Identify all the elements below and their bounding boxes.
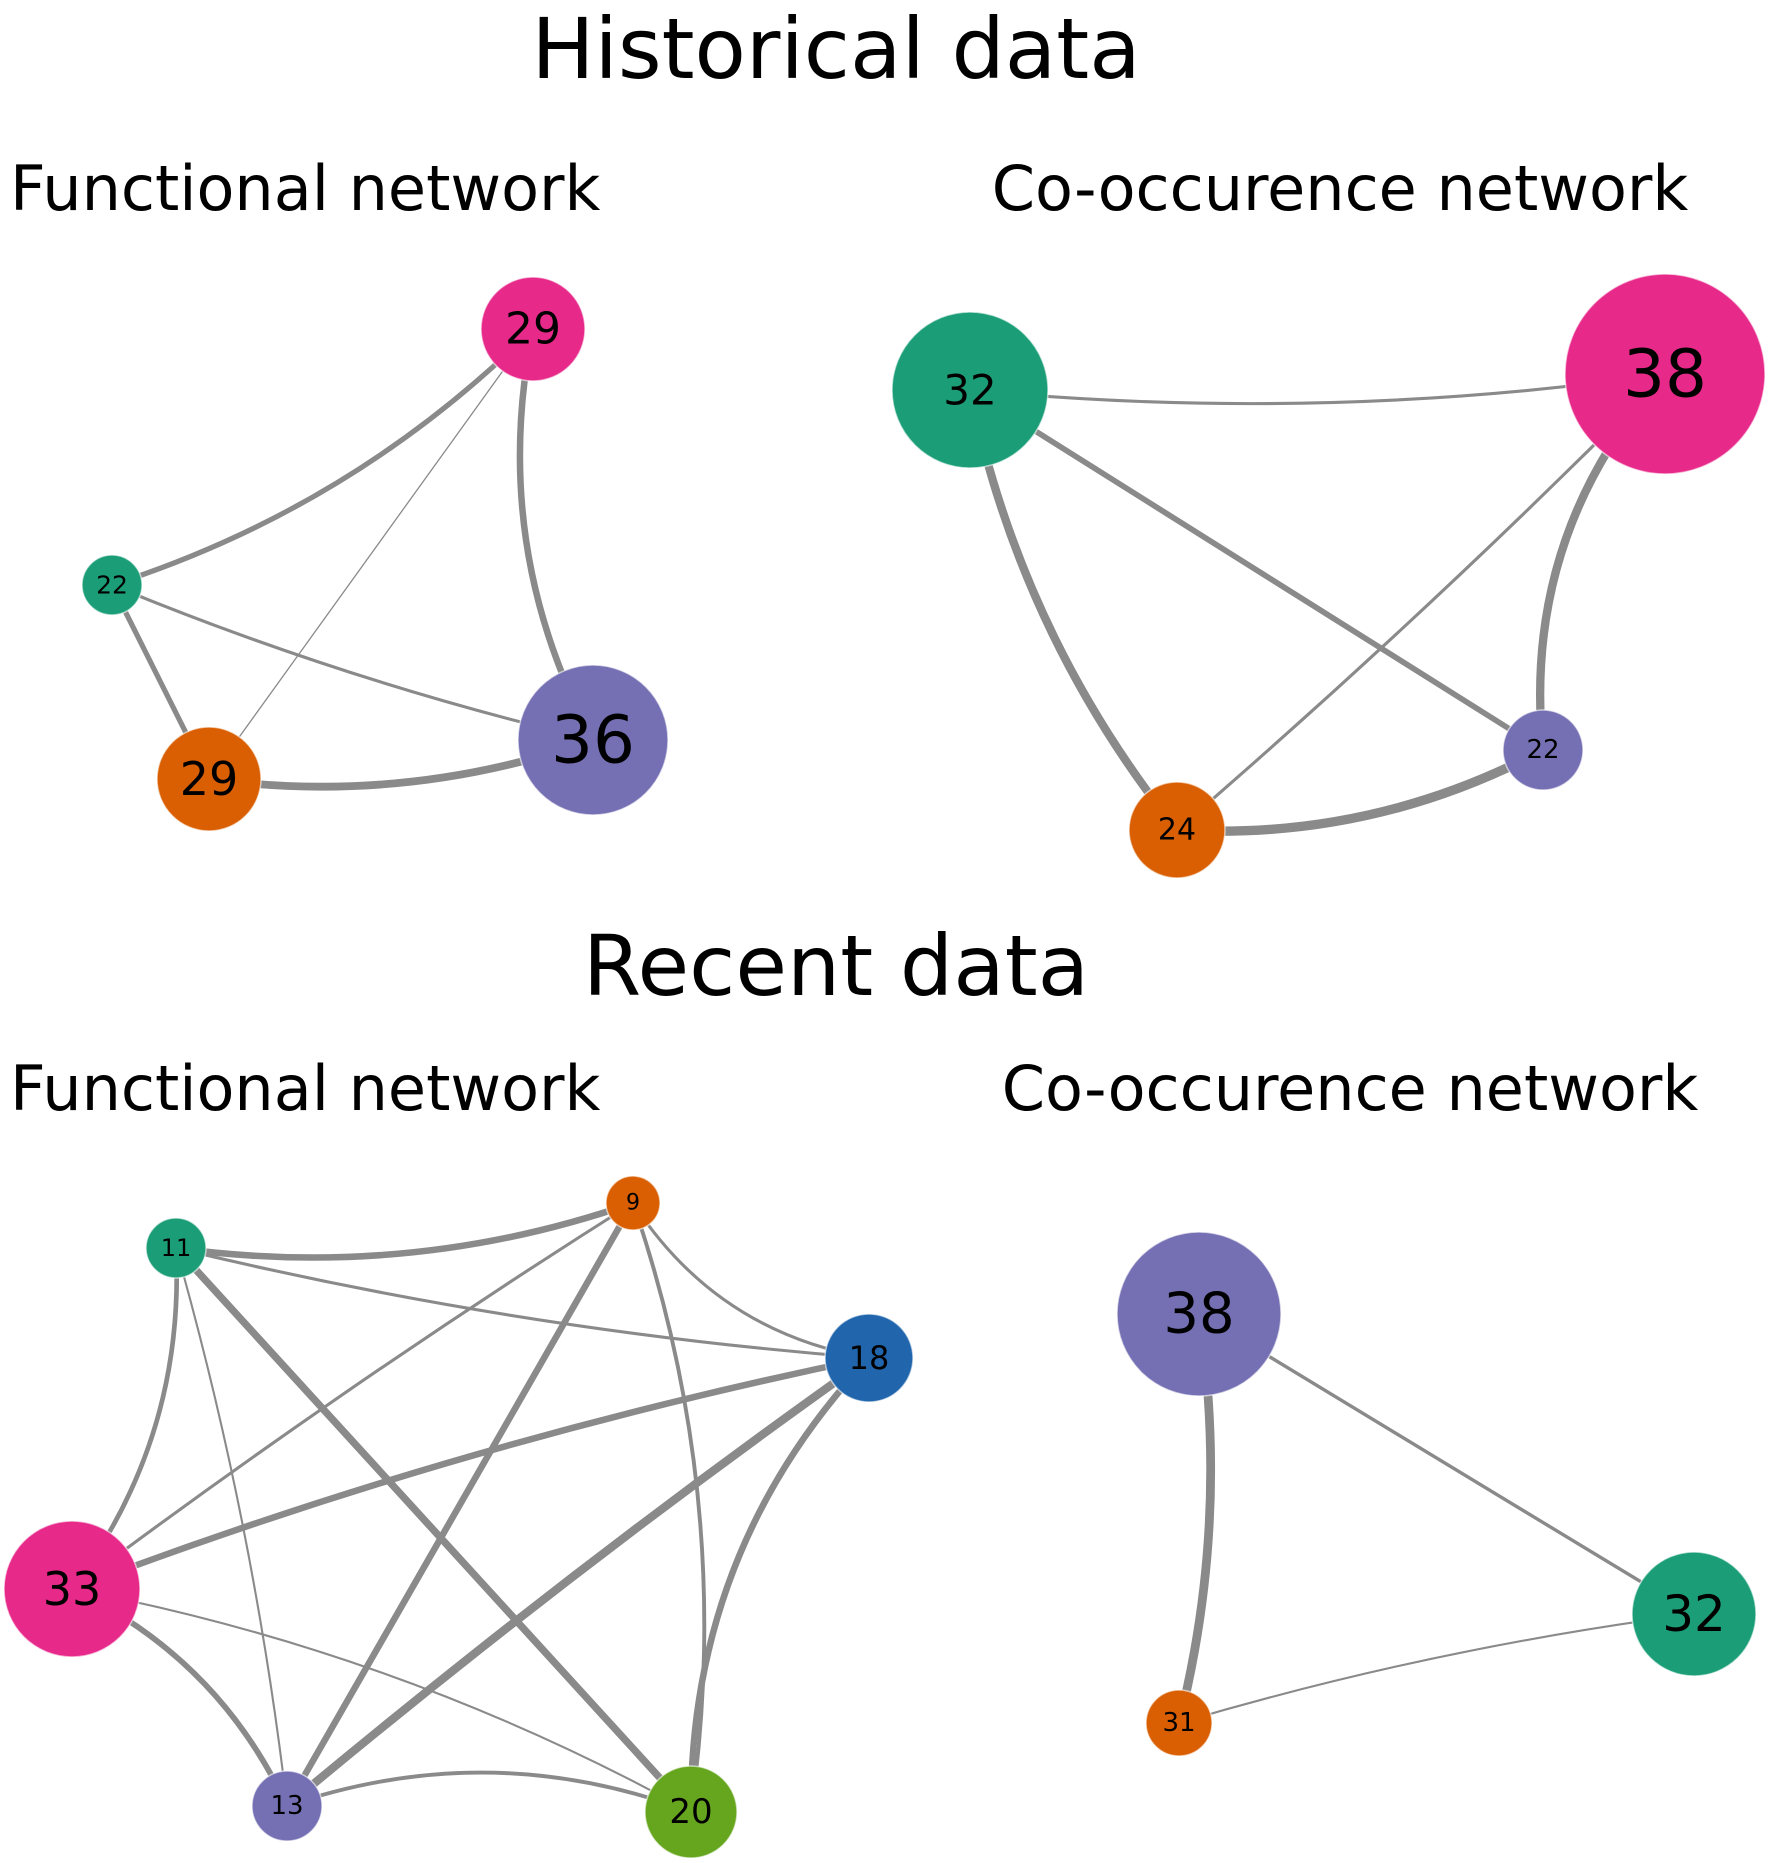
edge-c-e [282,1353,874,1811]
node-layer: 38 32 31 [1116,1231,1757,1757]
node-label: 32 [943,366,996,415]
recent-section-title: Recent data [583,917,1089,1015]
node-circle [81,554,143,616]
node-a: 11 [145,1217,207,1279]
node-b: 38 [1564,273,1766,475]
edge-c-d [68,1354,873,1593]
node-d: 36 [517,664,669,816]
node-circle [1116,1231,1282,1397]
node-label: 11 [161,1234,192,1262]
node-f: 20 [644,1765,738,1859]
node-a: 29 [480,276,586,382]
node-label: 22 [1526,735,1559,765]
edge-layer [68,1199,874,1816]
edge-b-d [70,1201,635,1591]
recent-cooccurrence-network: 38 32 31 [1116,1231,1757,1757]
node-circle [156,726,262,832]
edge-a-b [109,326,536,588]
edge-a-b [172,1199,637,1261]
historical-functional-network: 29 22 29 36 [81,276,669,832]
edge-a-e [174,1246,289,1808]
edge-a-f [172,1244,695,1816]
node-circle [251,1770,323,1842]
node-circle [605,1175,661,1231]
edge-a-b [968,372,1667,406]
node-circle [1631,1551,1757,1677]
edge-b-d [110,583,595,742]
node-layer: 32 38 22 24 [891,273,1766,879]
node-circle [891,311,1049,469]
node-circle [644,1765,738,1859]
edge-e-f [285,1770,693,1814]
recent-functional-network: 11 9 18 33 13 20 [3,1175,914,1859]
historical-cooccurrence-title: Co-occurence network [992,152,1689,225]
node-b: 32 [1631,1551,1757,1677]
node-circle [1564,273,1766,475]
node-label: 38 [1623,336,1707,413]
node-label: 22 [96,571,128,600]
node-label: 31 [1162,1708,1195,1738]
edge-c-d [1172,745,1548,836]
node-label: 38 [1163,1282,1234,1347]
node-label: 29 [180,752,239,806]
node-label: 32 [1662,1585,1726,1643]
node-d: 33 [3,1520,141,1658]
edge-b-c [1177,1612,1696,1725]
node-label: 18 [849,1339,890,1377]
node-c: 22 [1502,709,1584,791]
node-circle [824,1313,914,1403]
node-circle [3,1520,141,1658]
node-circle [480,276,586,382]
node-layer: 11 9 18 33 13 20 [3,1175,914,1859]
edge-c-f [687,1354,873,1816]
node-circle [517,664,669,816]
node-label: 20 [669,1792,712,1832]
node-c: 31 [1145,1689,1213,1757]
node-layer: 29 22 29 36 [81,276,669,832]
node-c: 18 [824,1313,914,1403]
node-c: 29 [156,726,262,832]
node-circle [1128,781,1226,879]
recent-functional-title: Functional network [10,1052,601,1125]
node-a: 38 [1116,1231,1282,1397]
edge-a-c [174,1246,871,1360]
historical-cooccurrence-network: 32 38 22 24 [891,273,1766,879]
edge-a-c [967,387,1546,753]
node-label: 36 [551,702,635,779]
node-circle [1502,709,1584,791]
node-label: 33 [43,1562,102,1616]
node-b: 9 [605,1175,661,1231]
node-label: 13 [270,1791,303,1821]
node-label: 29 [505,304,561,355]
edge-b-f [631,1201,707,1814]
node-circle [1145,1689,1213,1757]
edge-a-c [208,328,534,780]
edge-d-f [70,1587,693,1814]
node-a: 32 [891,311,1049,469]
historical-section-title: Historical data [531,0,1140,98]
node-d: 24 [1128,781,1226,879]
node-label: 9 [626,1191,640,1216]
edge-a-b [1197,1312,1696,1616]
recent-cooccurrence-title: Co-occurence network [1002,1052,1699,1125]
node-e: 13 [251,1770,323,1842]
node-circle [145,1217,207,1279]
historical-functional-title: Functional network [10,152,601,225]
edge-layer [1174,1309,1696,1728]
node-b: 22 [81,554,143,616]
edge-b-e [283,1199,637,1810]
node-label: 24 [1158,813,1196,848]
